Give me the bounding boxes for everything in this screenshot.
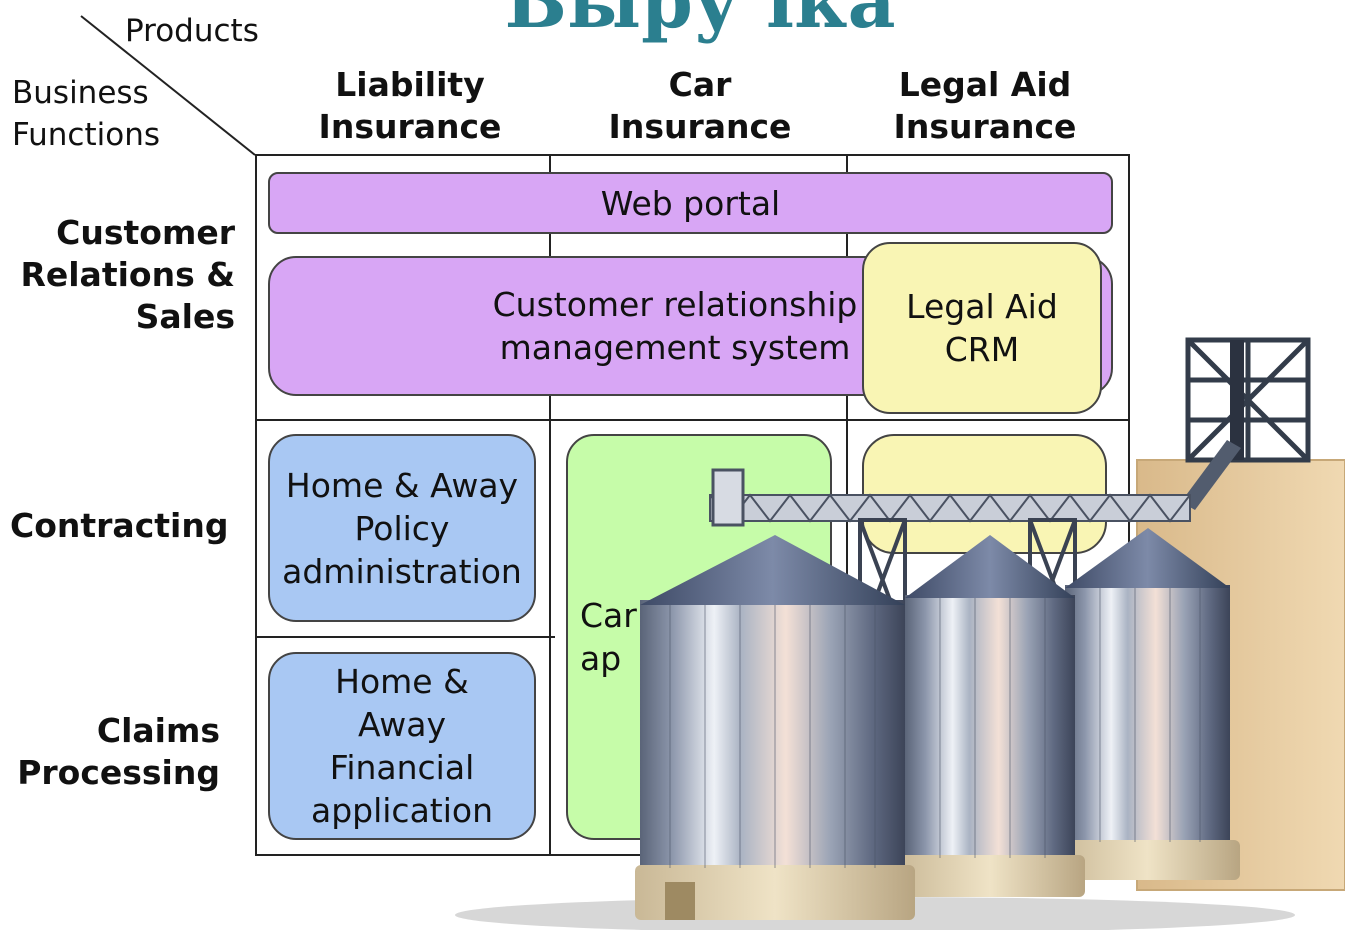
web-portal-label: Web portal (600, 183, 781, 223)
crm-label: Customer relationship management system (492, 285, 858, 367)
policy-admin-box: Home & Away Policy administration (268, 434, 536, 622)
financial-app-box: Home & Away Financial application (268, 652, 536, 840)
legal-aid-crm-box: Legal Aid CRM (862, 242, 1102, 414)
column-header-legal-aid: Legal Aid Insurance (893, 65, 1077, 146)
web-portal-box: Web portal (268, 172, 1113, 234)
grain-silo-icon (455, 337, 1345, 930)
row-header-contracting: Contracting (10, 506, 229, 545)
column-header-car: Car Insurance (608, 65, 792, 146)
products-label: Products (125, 13, 259, 49)
grid-line (255, 636, 555, 638)
business-functions-label: Business Functions (12, 75, 161, 153)
financial-app-label: Home & Away Financial application (310, 662, 494, 830)
row-header-claims-processing: Claims Processing (17, 711, 220, 792)
slide-title: Выру іка (504, 0, 896, 45)
row-header-customer-relations: Customer Relations & Sales (20, 213, 235, 336)
grid-line (255, 419, 1130, 421)
car-application-label: Car ap (580, 596, 637, 678)
column-header-liability: Liability Insurance (318, 65, 502, 146)
corner-diagonal (80, 15, 256, 156)
policy-admin-label: Home & Away Policy administration (282, 465, 522, 591)
legal-aid-crm-label: Legal Aid CRM (906, 287, 1058, 369)
grid-line (549, 154, 551, 856)
